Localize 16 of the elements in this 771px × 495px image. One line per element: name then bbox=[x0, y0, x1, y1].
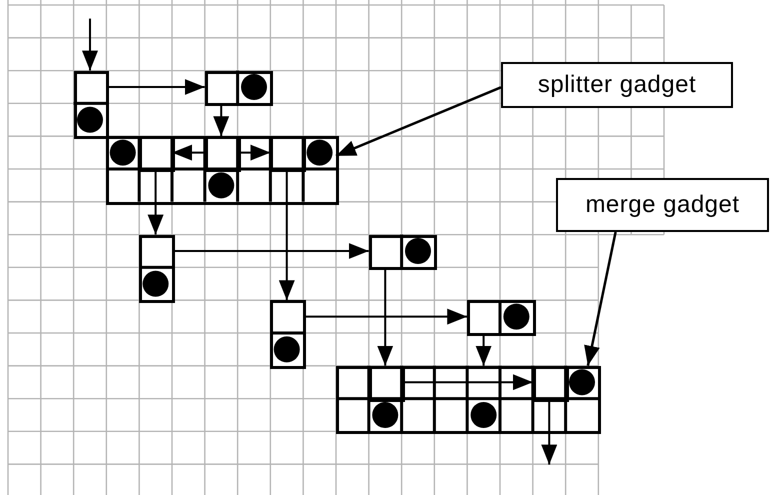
arrow bbox=[82, 18, 98, 71]
arrow bbox=[148, 169, 164, 235]
arrow bbox=[377, 267, 394, 366]
arrow bbox=[476, 333, 492, 366]
arrow bbox=[172, 243, 369, 259]
arrow bbox=[213, 103, 230, 136]
arrow bbox=[106, 79, 205, 95]
leader-arrow bbox=[584, 232, 617, 366]
arrow bbox=[278, 169, 295, 300]
leader-arrow bbox=[336, 86, 502, 158]
arrow bbox=[172, 144, 205, 161]
callout-label: splitter gadget bbox=[501, 62, 733, 108]
arrow bbox=[303, 308, 468, 325]
callout-label: merge gadget bbox=[556, 178, 769, 232]
gadget-cell bbox=[204, 136, 241, 172]
gadget-cell bbox=[139, 136, 175, 172]
